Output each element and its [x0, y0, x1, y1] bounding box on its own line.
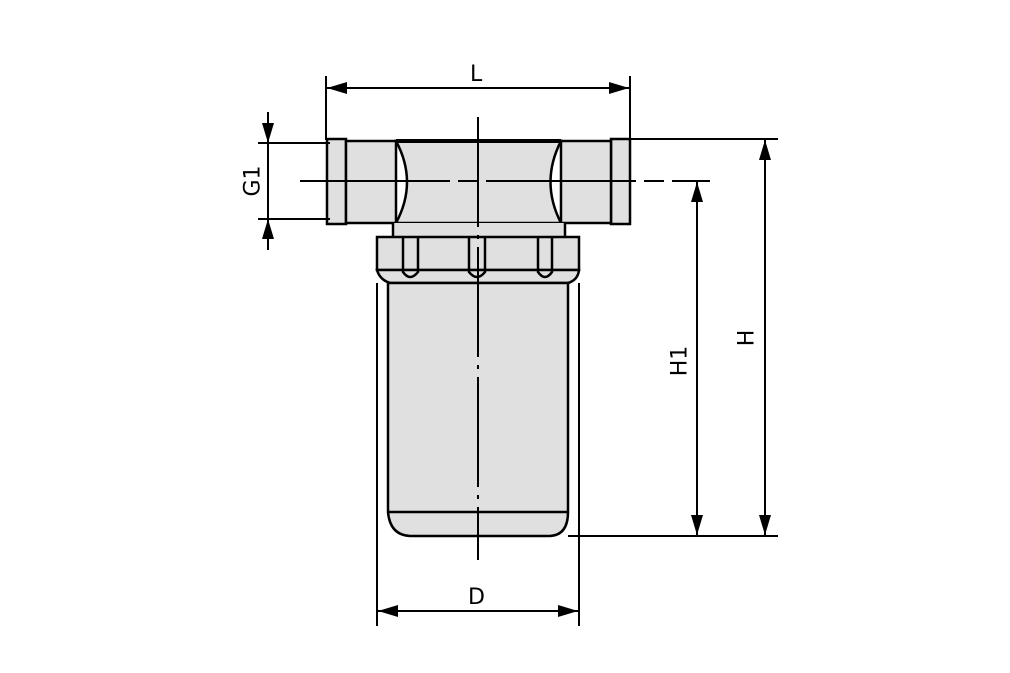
label-H1: H1: [667, 345, 693, 377]
dimension-lines: [262, 82, 771, 617]
centerlines: [300, 117, 710, 560]
label-D: D: [468, 585, 485, 610]
label-H: H: [734, 329, 760, 347]
neck: [393, 223, 565, 237]
extension-lines: [258, 76, 778, 626]
label-G1: G1: [240, 165, 266, 197]
label-L: L: [470, 62, 483, 87]
